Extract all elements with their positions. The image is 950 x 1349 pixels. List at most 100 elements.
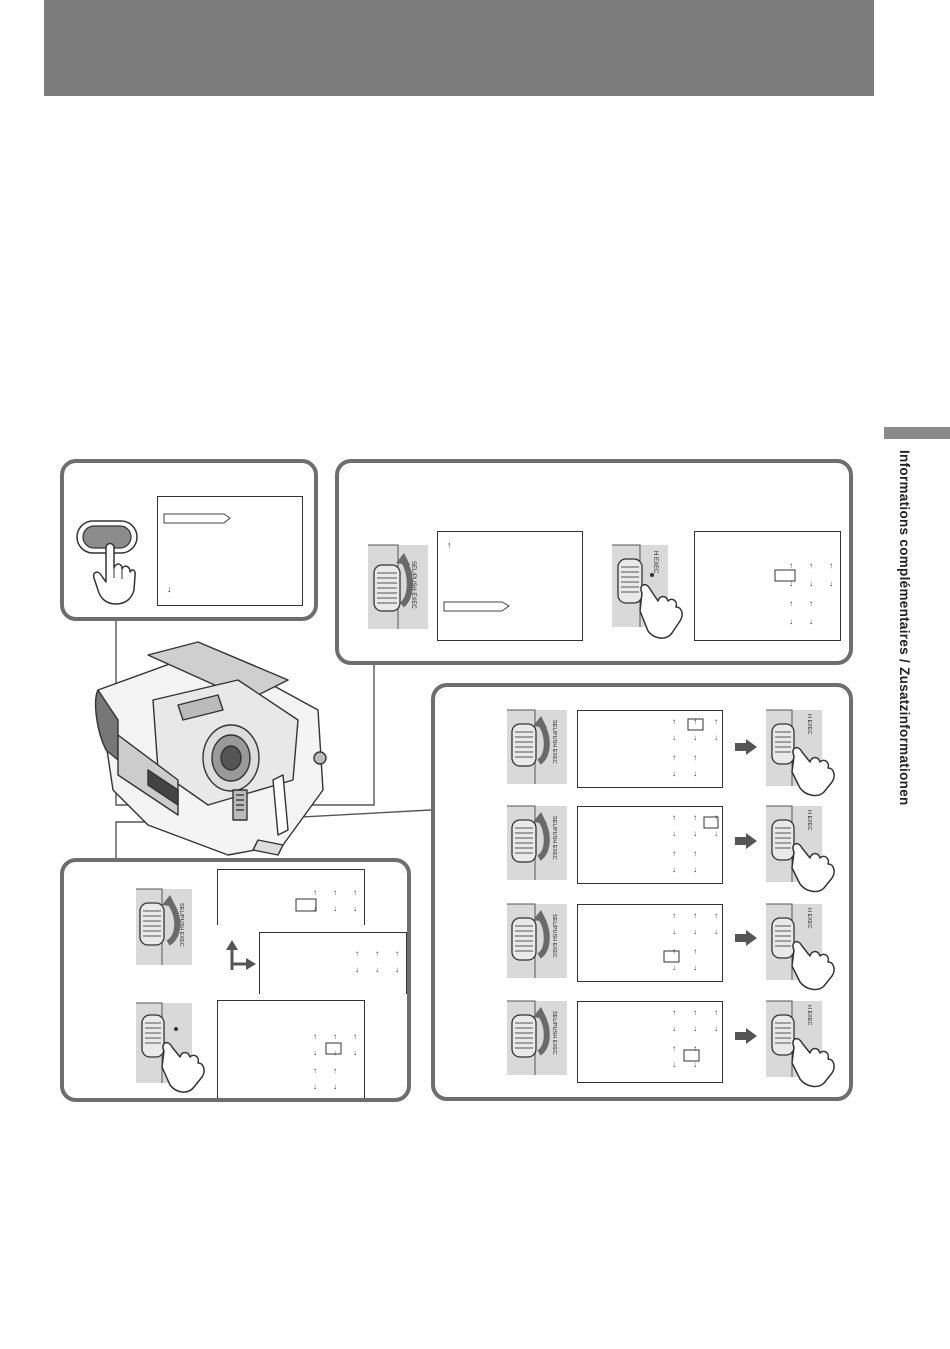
dial-rotate-icon[interactable]: SEL/PUSH EXEC [507,709,567,784]
menu-screen-r1 [577,710,723,788]
up-mark: ↑ [672,849,676,858]
arrow-right-icon [735,1028,757,1044]
dial-push-icon[interactable] [136,1002,220,1095]
header-band [44,0,874,96]
down-mark: ↓ [395,965,399,974]
menu-screen-b3 [217,1000,365,1098]
down-mark: ↓ [829,579,833,588]
up-mark: ↑ [313,888,317,897]
dial-rotate-icon[interactable]: SEL/PUSH EXEC [136,888,196,965]
up-mark: ↑ [714,717,718,726]
up-mark: ↑ [693,717,697,726]
up-mark: ↑ [353,888,357,897]
dial-label: H EXEC [806,714,812,735]
up-mark: ↑ [693,753,697,762]
up-mark: ↑ [672,947,676,956]
down-mark: ↓ [789,617,793,626]
dial-label: SEL/PUSH EXEC [178,903,184,947]
down-mark: ↓ [809,579,813,588]
up-mark: ↑ [672,813,676,822]
menu-screen-2: ↑ [437,531,583,641]
dial-label: H EXEC [806,810,812,831]
up-mark: ↑ [714,813,718,822]
dial-rotate-icon[interactable]: SEL/PUSH EXEC [368,544,428,629]
down-mark: ↓ [672,733,676,742]
menu-screen-b1 [217,869,365,925]
down-mark: ↓ [672,769,676,778]
down-mark: ↓ [313,904,317,913]
up-mark: ↑ [789,561,793,570]
up-mark: ↑ [672,1008,676,1017]
down-mark: ↓ [333,1048,337,1057]
up-mark: ↑ [313,1066,317,1075]
up-mark: ↑ [693,911,697,920]
dial-label: H EXEC [652,551,658,574]
dial-label: SEL/PUSH EXEC [551,1011,557,1055]
up-mark: ↑ [693,947,697,956]
down-mark: ↓ [714,1024,718,1033]
down-mark: ↓ [693,829,697,838]
camcorder-illustration [94,641,327,856]
arrow-right-icon [735,739,757,755]
dial-label: SEL/PUSH EXEC [551,816,557,860]
arrow-right-icon [735,930,757,946]
up-mark: ↑ [672,717,676,726]
up-mark: ↑ [693,849,697,858]
dial-push-icon[interactable]: H EXEC [612,544,692,641]
down-mark: ↓ [353,1048,357,1057]
down-mark: ↓ [167,584,172,594]
up-mark: ↑ [395,949,399,958]
up-mark: ↑ [809,599,813,608]
up-mark: ↑ [333,1032,337,1041]
down-mark: ↓ [353,904,357,913]
menu-screen-r2 [577,806,723,884]
menu-screen-1: ↓ [157,496,303,606]
down-mark: ↓ [693,733,697,742]
up-mark: ↑ [353,1032,357,1041]
up-mark: ↑ [672,911,676,920]
down-mark: ↓ [672,1060,676,1069]
up-mark: ↑ [672,1044,676,1053]
up-mark: ↑ [447,540,452,550]
sidebar-title: Informations complémentaires / Zusatzinf… [897,450,912,806]
menu-screen-r4 [577,1001,723,1083]
up-mark: ↑ [693,1044,697,1053]
up-mark: ↑ [789,599,793,608]
down-mark: ↓ [313,1082,317,1091]
down-mark: ↓ [333,904,337,913]
down-mark: ↓ [714,927,718,936]
dial-rotate-icon[interactable]: SEL/PUSH EXEC [507,1000,567,1075]
down-mark: ↓ [672,865,676,874]
up-mark: ↑ [829,561,833,570]
menu-screen-r3 [577,904,723,982]
down-mark: ↓ [714,829,718,838]
dial-push-icon[interactable]: H EXEC [766,1000,850,1088]
section-tab [884,427,950,439]
up-mark: ↑ [714,1008,718,1017]
dial-push-icon[interactable]: H EXEC [766,903,850,991]
up-mark: ↑ [693,1008,697,1017]
up-mark: ↑ [355,949,359,958]
down-mark: ↓ [672,927,676,936]
dial-label: H EXEC [806,1005,812,1026]
down-mark: ↓ [355,965,359,974]
arrow-right-icon [735,833,757,849]
up-mark: ↑ [313,1032,317,1041]
dial-push-icon[interactable]: H EXEC [766,805,850,893]
down-mark: ↓ [714,733,718,742]
menu-button[interactable] [76,520,138,556]
dial-rotate-icon[interactable]: SEL/PUSH EXEC [507,805,567,880]
down-mark: ↓ [693,769,697,778]
dial-push-icon[interactable]: H EXEC [766,709,850,797]
down-mark: ↓ [693,1060,697,1069]
down-mark: ↓ [693,927,697,936]
up-mark: ↑ [375,949,379,958]
down-mark: ↓ [672,829,676,838]
down-mark: ↓ [672,963,676,972]
hand-press-icon [92,542,136,605]
down-mark: ↓ [333,1082,337,1091]
down-mark: ↓ [313,1048,317,1057]
down-mark: ↓ [789,579,793,588]
dial-rotate-icon[interactable]: SEL/PUSH EXEC [507,903,567,978]
down-mark: ↓ [809,617,813,626]
